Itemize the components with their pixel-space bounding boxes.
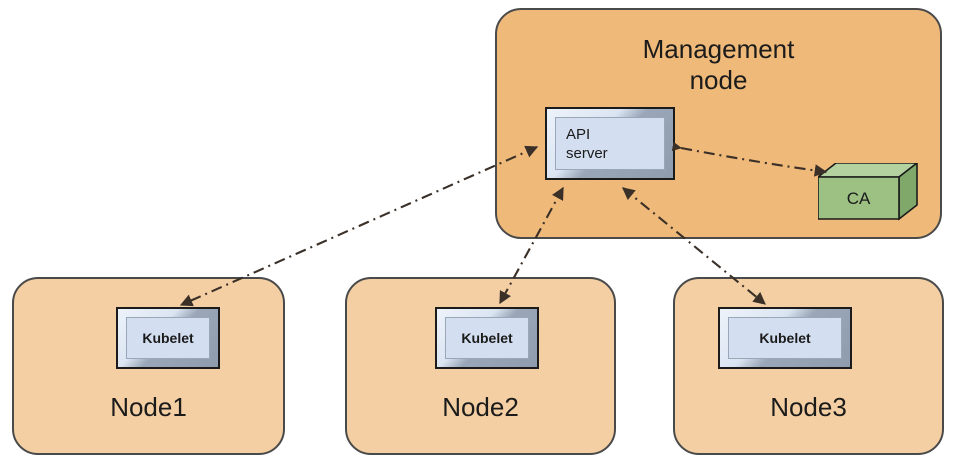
- kubelet1-box[interactable]: Kubelet: [116, 307, 220, 369]
- api-server-box[interactable]: API server: [545, 107, 675, 180]
- kubelet3-label: Kubelet: [759, 329, 811, 346]
- kubelet2-inner: Kubelet: [445, 317, 529, 359]
- node2-label: Node2: [442, 392, 519, 422]
- kubelet3-box[interactable]: Kubelet: [718, 307, 852, 369]
- node1-zone: Node1: [12, 277, 285, 455]
- api-server-label: API server: [566, 125, 608, 162]
- ca-label: CA: [846, 189, 871, 208]
- node3-label: Node3: [770, 392, 847, 422]
- kubelet1-inner: Kubelet: [126, 317, 210, 359]
- kubelet2-box[interactable]: Kubelet: [435, 307, 539, 369]
- management-node-label: Management node: [642, 34, 795, 95]
- api-server-inner: API server: [555, 117, 665, 170]
- node1-label: Node1: [110, 392, 187, 422]
- ca-cuboid-shape: [818, 163, 918, 221]
- kubelet2-label: Kubelet: [461, 329, 513, 346]
- kubelet3-inner: Kubelet: [728, 317, 842, 359]
- ca-box[interactable]: CA: [818, 163, 918, 221]
- kubelet1-label: Kubelet: [142, 329, 194, 346]
